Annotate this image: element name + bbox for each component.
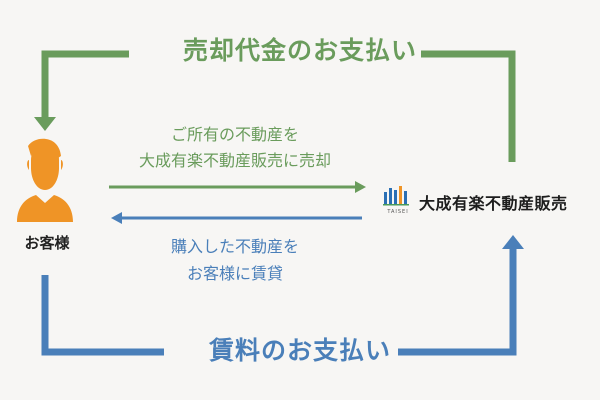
company-name: 大成有楽不動産販売 (419, 194, 568, 213)
sale-description-line-1: ご所有の不動産を (170, 125, 299, 144)
bottom-loop-title: 賃料のお支払い (208, 336, 391, 365)
top-loop-arrow (34, 50, 516, 162)
customer-label: お客様 (24, 234, 70, 252)
top-loop-title: 売却代金のお支払い (182, 36, 417, 65)
lease-description-line-2: お客様に賃貸 (186, 264, 283, 283)
sale-description: ご所有の不動産を 大成有楽不動産販売に売却 (95, 122, 375, 174)
sale-description-line-2: 大成有楽不動産販売に売却 (138, 151, 331, 170)
lease-description-line-1: 購入した不動産を (170, 237, 299, 256)
company-logo-text: TAISEI (387, 209, 409, 215)
taisei-logo-icon (383, 186, 409, 206)
sale-arrow (109, 181, 366, 193)
lease-arrow (111, 212, 362, 224)
bottom-loop-arrow (41, 235, 524, 356)
person-icon (17, 138, 73, 222)
lease-description: 購入した不動産を お客様に賃貸 (115, 233, 355, 287)
